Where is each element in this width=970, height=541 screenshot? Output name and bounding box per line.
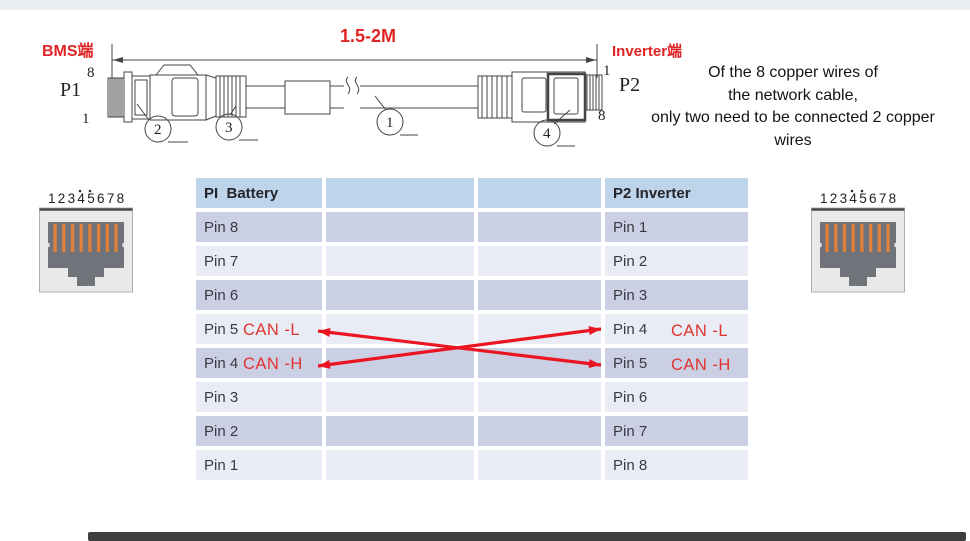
- note-line-4: wires: [774, 131, 812, 149]
- right-rj45-pin-numbers: 12345678: [820, 191, 898, 206]
- inverter-end-label: Inverter端: [612, 42, 682, 60]
- right-plug-drawing: [477, 71, 603, 123]
- table-cell: [478, 212, 601, 242]
- p1-pin-cell: Pin 3: [196, 382, 322, 412]
- table-cell: [326, 280, 474, 310]
- p2-can-l-label: CAN -L: [671, 322, 729, 340]
- table-header-empty: [326, 178, 474, 208]
- p1-can-l-label: CAN -L: [243, 321, 301, 339]
- callout-4: 4: [543, 126, 551, 142]
- table-cell: [478, 450, 601, 480]
- cable-drawing: 1.5-2M BMS端 Inverter端 P1 8 1 P2 1 8: [42, 26, 682, 147]
- crossover-arrows: [317, 326, 602, 369]
- p2-pin-cell: Pin 7: [605, 416, 748, 446]
- p2-bottom-pin: 8: [598, 108, 606, 124]
- p2-can-h-label: CAN -H: [671, 356, 731, 374]
- note-text: Of the 8 copper wires of the network cab…: [618, 62, 968, 152]
- callout-3: 3: [225, 120, 233, 136]
- bottom-scrollbar[interactable]: [88, 532, 966, 541]
- callout-balloons: 2 3 1 4: [136, 95, 575, 147]
- p1-bottom-pin: 1: [82, 111, 90, 127]
- table-header-empty: [478, 178, 601, 208]
- cable-line-drawing: [246, 76, 478, 115]
- left-rj45-jack: 12345678: [39, 189, 133, 293]
- p2-pin-cell: Pin 2: [605, 246, 748, 276]
- p2-pin-cell: Pin 1: [605, 212, 748, 242]
- table-header-p2: P2 Inverter: [605, 178, 748, 208]
- note-line-2: the network cable,: [728, 86, 858, 104]
- p2-pin-cell: Pin 3: [605, 280, 748, 310]
- rj45-socket: [48, 222, 124, 286]
- table-cell: [326, 416, 474, 446]
- p2-pin-cell: Pin 6: [605, 382, 748, 412]
- p1-pin-cell: Pin 4: [196, 348, 322, 378]
- p2-label: P2: [619, 74, 640, 96]
- table-cell: [326, 246, 474, 276]
- table-cell: [478, 382, 601, 412]
- p1-can-h-label: CAN -H: [243, 355, 303, 373]
- table-cell: [478, 416, 601, 446]
- p2-pin-cell: Pin 5: [605, 348, 748, 378]
- left-plug-drawing: [107, 64, 247, 123]
- p2-pin-cell: Pin 4: [605, 314, 748, 344]
- rj45-pins: [53, 224, 118, 252]
- table-cell: [326, 212, 474, 242]
- left-rj45-pin-numbers: 12345678: [48, 191, 126, 206]
- p1-pin-cell: Pin 1: [196, 450, 322, 480]
- callout-2: 2: [154, 122, 162, 138]
- table-cell: [478, 314, 601, 344]
- bms-end-label: BMS端: [42, 41, 94, 60]
- note-line-1: Of the 8 copper wires of: [708, 64, 878, 81]
- table-cell: [326, 382, 474, 412]
- pin-mapping-table: PI Battery P2 Inverter Pin 8 Pin 1 Pin 7…: [196, 178, 748, 480]
- table-cell: [326, 314, 474, 344]
- cable-length-label: 1.5-2M: [340, 26, 396, 46]
- callout-1: 1: [386, 115, 394, 131]
- p1-top-pin: 8: [87, 65, 95, 81]
- p1-pin-cell: Pin 6: [196, 280, 322, 310]
- table-cell: [326, 450, 474, 480]
- note-line-3: only two need to be connected 2 copper: [651, 109, 935, 126]
- top-strip: [0, 0, 970, 10]
- p2-top-pin: 1: [603, 63, 611, 79]
- right-rj45-jack: 12345678: [811, 189, 905, 293]
- p1-pin-cell: Pin 8: [196, 212, 322, 242]
- table-cell: [478, 280, 601, 310]
- p1-pin-cell: Pin 2: [196, 416, 322, 446]
- table-cell: [478, 246, 601, 276]
- table-header-p1: PI Battery: [196, 178, 322, 208]
- p1-pin-cell: Pin 5: [196, 314, 322, 344]
- rj45-pins: [825, 224, 890, 252]
- p1-label: P1: [60, 79, 81, 101]
- rj45-socket: [820, 222, 896, 286]
- p1-pin-cell: Pin 7: [196, 246, 322, 276]
- dimension-line: [111, 44, 598, 78]
- p2-pin-cell: Pin 8: [605, 450, 748, 480]
